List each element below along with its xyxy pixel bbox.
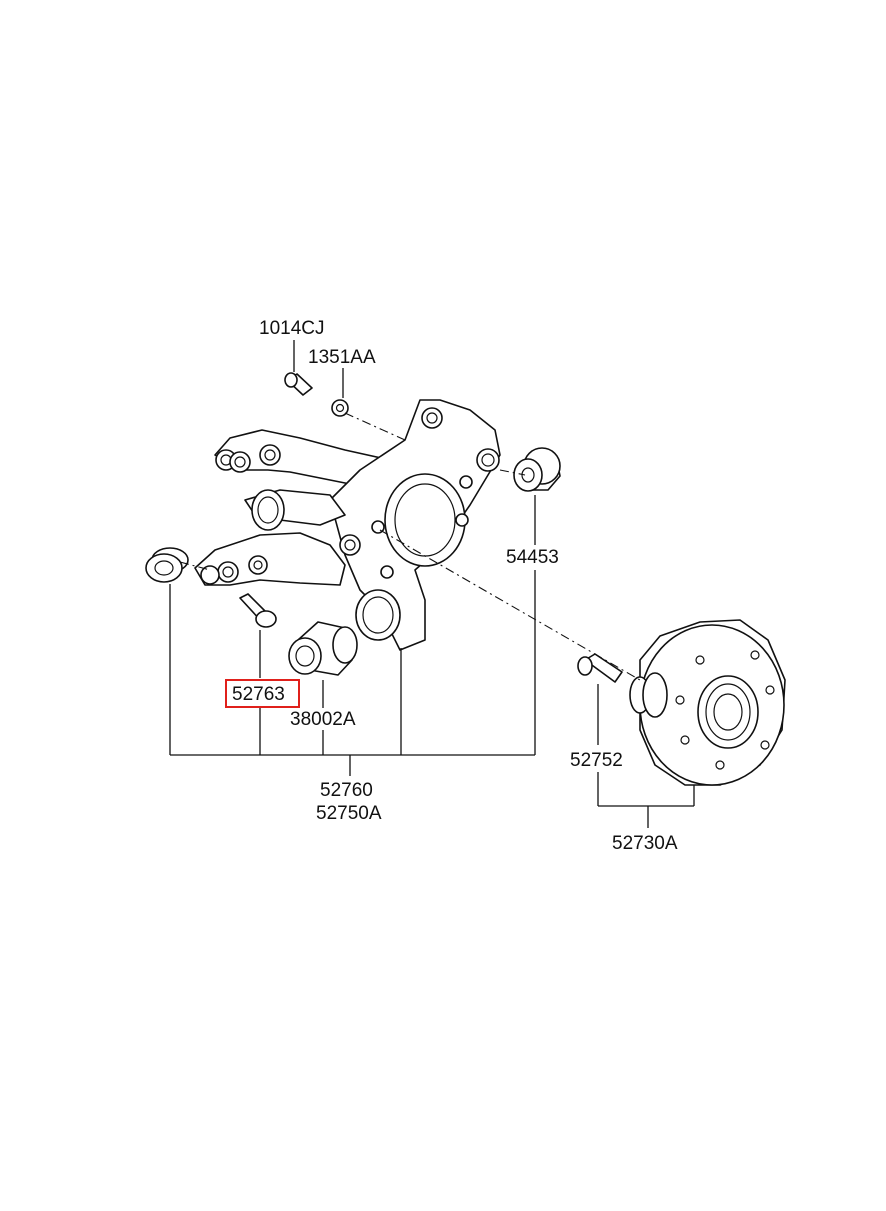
- bushing-left-drawing: [145, 547, 189, 583]
- washer-1351aa-drawing: [331, 399, 349, 417]
- label-52752[interactable]: 52752: [570, 750, 623, 771]
- bushing-38002a-drawing: [288, 621, 358, 676]
- centre-lines: [179, 412, 641, 681]
- label-1014cj[interactable]: 1014CJ: [259, 318, 325, 339]
- hub-bolt-52752-drawing: [577, 653, 623, 683]
- hub-drawing: [629, 619, 786, 786]
- label-1351aa[interactable]: 1351AA: [308, 347, 376, 368]
- label-38002a[interactable]: 38002A: [290, 709, 356, 730]
- highlight-box-52763: [225, 679, 300, 708]
- knuckle-drawing: [194, 399, 501, 651]
- bushing-54453-drawing: [513, 447, 561, 492]
- label-52760[interactable]: 52760: [320, 780, 373, 801]
- label-52730a[interactable]: 52730A: [612, 833, 678, 854]
- label-54453[interactable]: 54453: [506, 547, 559, 568]
- pin-52763-drawing: [239, 593, 277, 628]
- bolt-1014cj-drawing: [284, 372, 313, 396]
- leader-lines: [169, 340, 695, 828]
- label-52763[interactable]: 52763: [232, 684, 285, 705]
- label-52750a[interactable]: 52750A: [316, 803, 382, 824]
